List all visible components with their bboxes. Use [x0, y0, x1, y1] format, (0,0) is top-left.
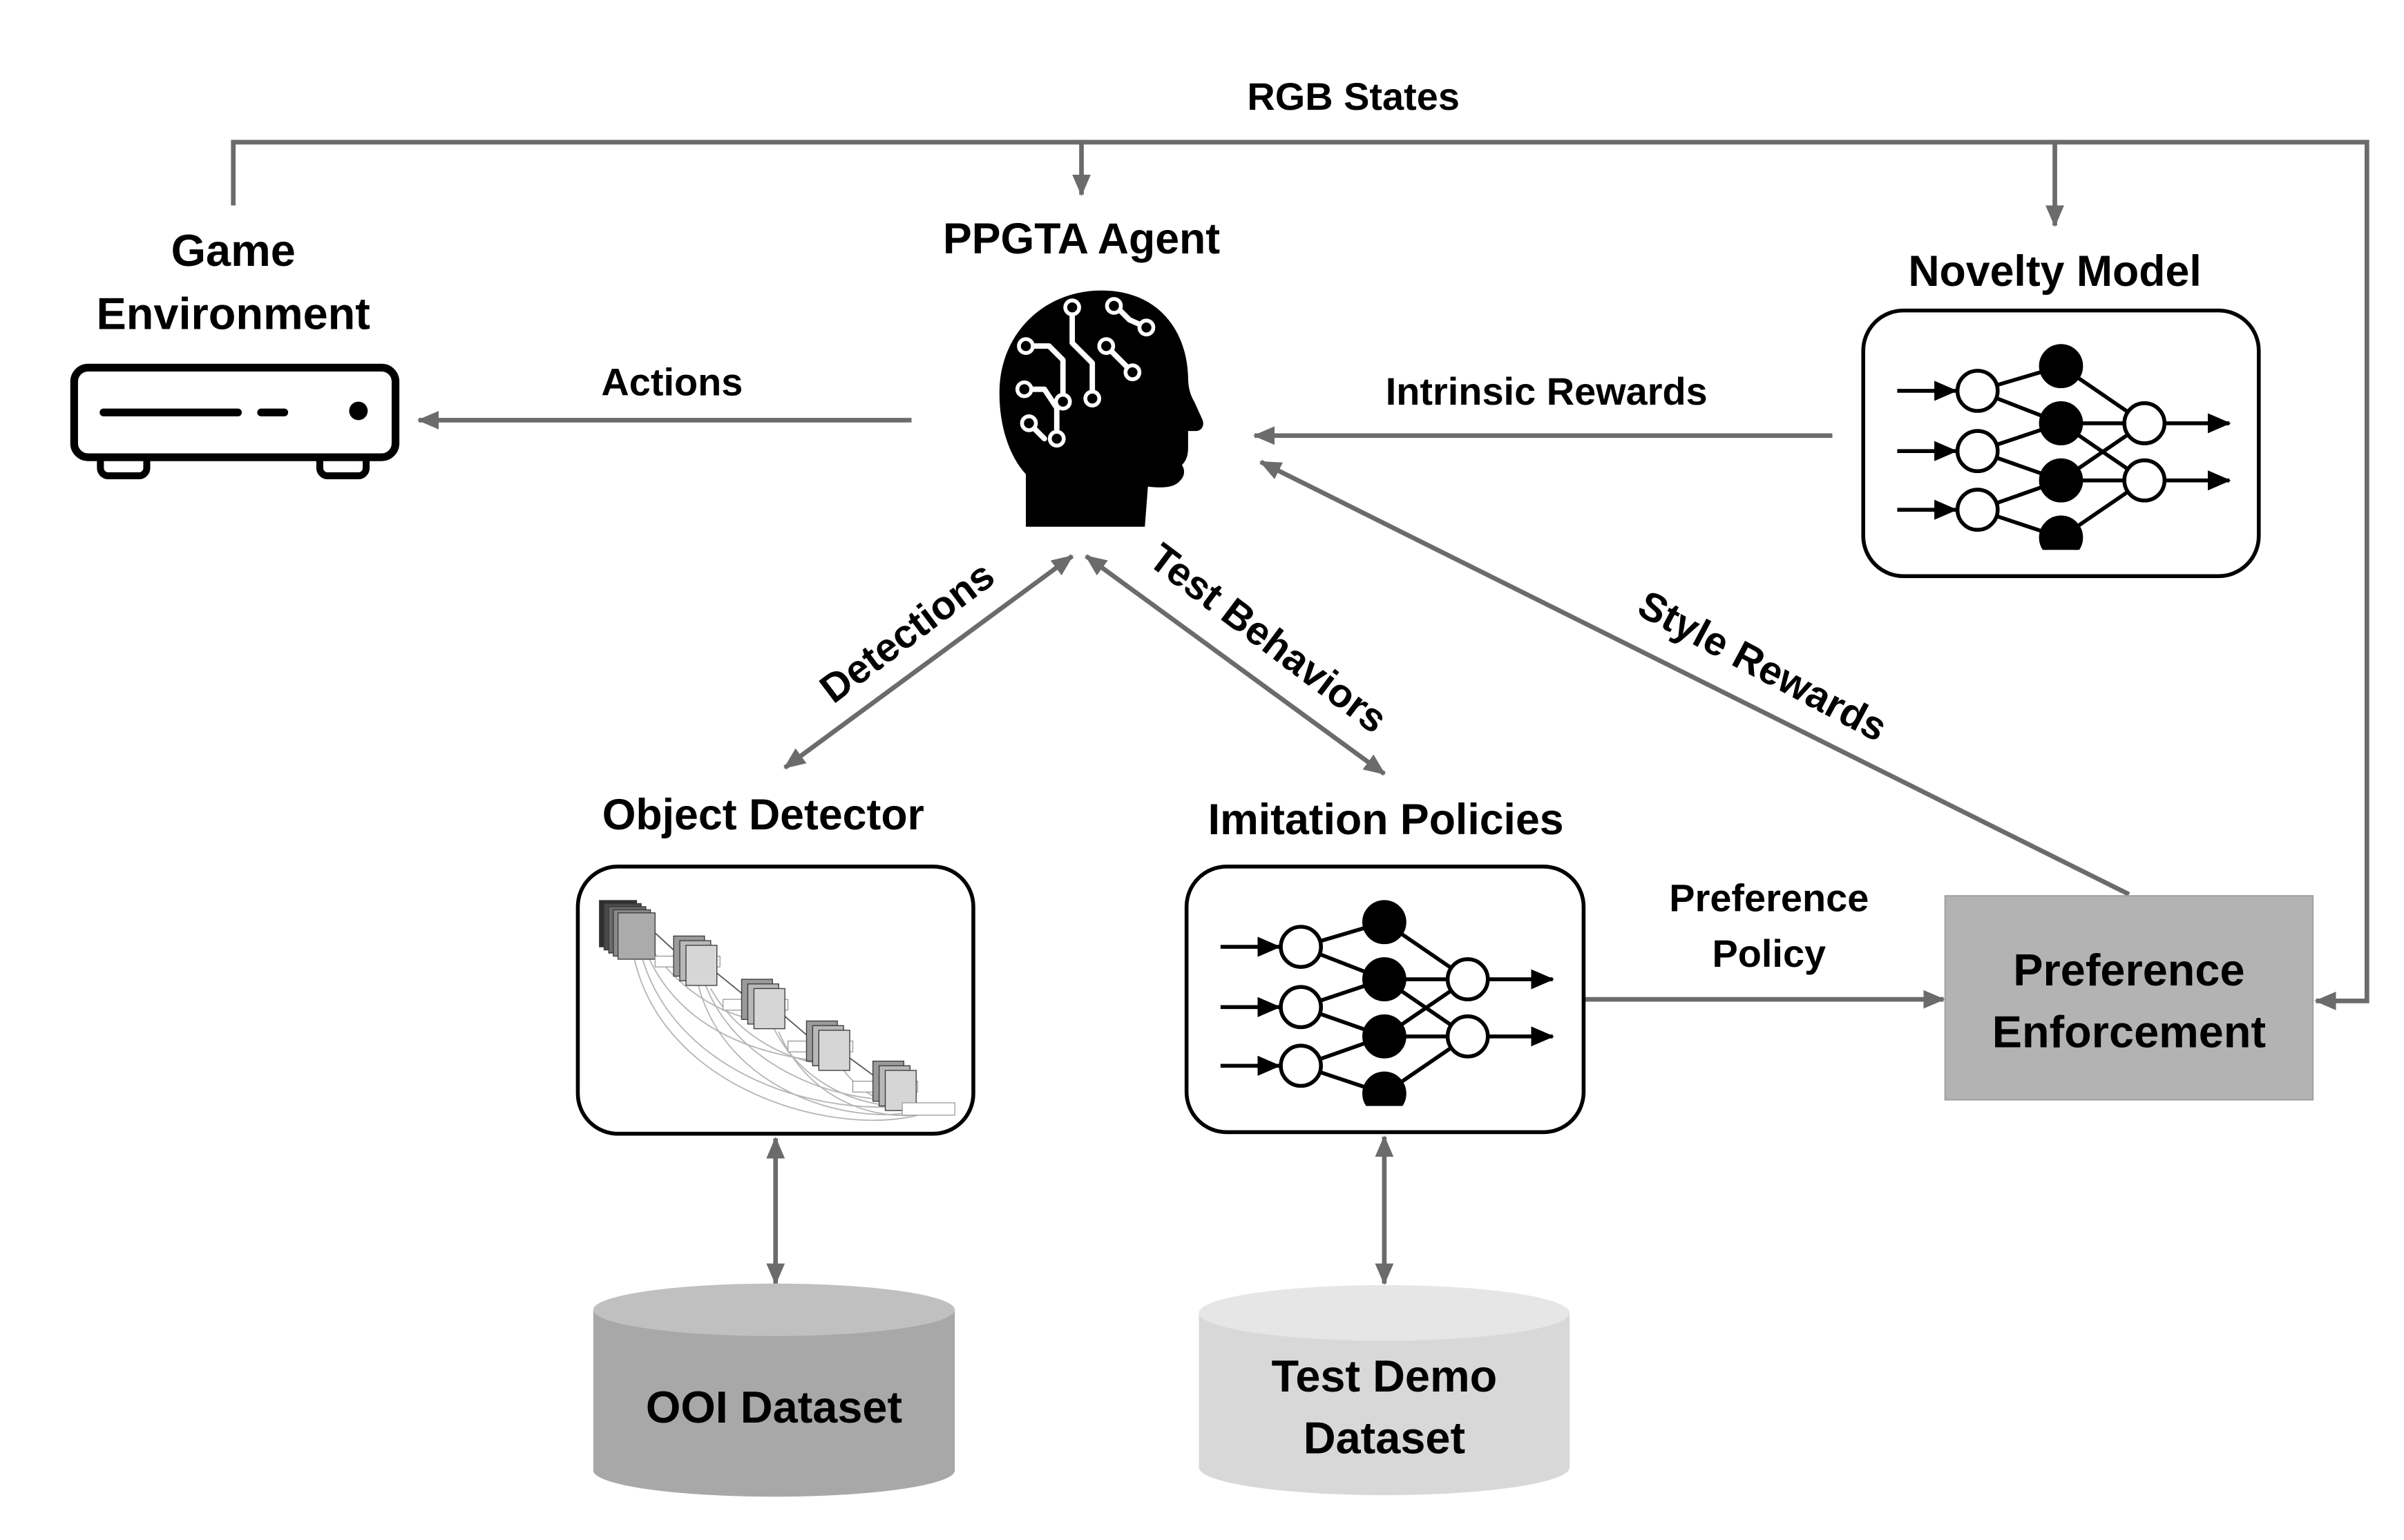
preference-enforcement-box: [1944, 895, 2314, 1101]
dense-connection-arc: [639, 948, 906, 1108]
preference-enforcement-title-line2: Enforcement: [1992, 1006, 2266, 1057]
feature-map: [818, 1030, 850, 1071]
input-node: [1955, 488, 2000, 532]
test-demo-dataset-label-line1: Test Demo: [1272, 1351, 1498, 1401]
hidden-node: [2039, 401, 2083, 445]
test-demo-dataset-node: Test Demo Dataset: [1199, 1284, 1570, 1496]
object-detector-node: Object Detector: [575, 791, 975, 1136]
hidden-node: [2039, 515, 2083, 550]
preference-enforcement-title-line1: Preference: [2013, 945, 2244, 995]
hidden-node: [1362, 1071, 1406, 1106]
input-node: [1279, 1043, 1324, 1088]
test-behaviors-double-arrow: [1085, 554, 1386, 776]
brain-circuit-head-icon: [999, 290, 1203, 527]
database-cylinder-icon: [1199, 1284, 1570, 1496]
test-demo-dataset-label-line2: Dataset: [1304, 1413, 1465, 1463]
feature-map: [685, 945, 718, 986]
hidden-node: [1362, 1014, 1406, 1059]
test-demo-cylinder-body: [1199, 1313, 1570, 1496]
circuit-node: [1097, 337, 1116, 355]
input-node: [1955, 369, 2000, 413]
dense-block-4: [852, 1060, 955, 1116]
hidden-node: [2039, 458, 2083, 503]
game-environment-node: Game Environment: [70, 225, 400, 479]
novelty-model-node: Novelty Model: [1861, 247, 2261, 579]
neural-network-icon: [1220, 900, 1554, 1106]
output-node: [1445, 1014, 1490, 1059]
input-node: [1955, 429, 2000, 474]
test-demo-cylinder-top: [1199, 1284, 1570, 1341]
game-console-icon: [70, 363, 400, 479]
circuit-node: [1015, 380, 1033, 398]
circuit-node: [1105, 297, 1123, 315]
transition-label-box: [902, 1102, 955, 1116]
layer-link: [654, 932, 674, 951]
preference-policy-label-line2: Policy: [1712, 932, 1826, 975]
densenet-figure-icon: [599, 900, 955, 1122]
dense-connection-arc: [704, 982, 893, 1101]
dense-connection-arc: [633, 954, 918, 1122]
layer-link: [716, 972, 743, 994]
ooi-dataset-label: OOI Dataset: [646, 1382, 902, 1432]
dense-connection-arc: [778, 1031, 912, 1117]
connectors: [231, 139, 2369, 1285]
hidden-node: [1362, 900, 1406, 945]
circuit-node: [1083, 389, 1102, 407]
imitation-policies-title: Imitation Policies: [1208, 796, 1564, 844]
output-node: [2122, 401, 2167, 445]
circuit-trace: [1106, 346, 1132, 372]
circuit-node: [1123, 363, 1142, 381]
circuit-node: [1137, 318, 1156, 337]
circuit-node: [1047, 430, 1066, 448]
feature-map: [753, 988, 785, 1030]
dense-block-3: [788, 1020, 854, 1071]
intrinsic-rewards-label: Intrinsic Rewards: [1386, 369, 1708, 413]
preference-policy-label-line1: Preference: [1669, 876, 1869, 920]
dense-block-2: [723, 979, 789, 1030]
layer-link: [849, 1057, 874, 1076]
circuit-nodes: [1015, 297, 1156, 448]
input-node: [1279, 925, 1324, 969]
hidden-node: [1362, 957, 1406, 1001]
circuit-node: [1053, 392, 1072, 411]
dense-connection-arc: [698, 985, 912, 1115]
ooi-dataset-node: OOI Dataset: [593, 1283, 955, 1497]
console-power-light: [349, 401, 368, 421]
object-detector-title: Object Detector: [602, 791, 924, 839]
actions-label: Actions: [601, 360, 743, 404]
preference-enforcement-node: Preference Enforcement: [1944, 895, 2314, 1101]
imitation-policies-node: Imitation Policies: [1184, 796, 1586, 1135]
novelty-model-title: Novelty Model: [1908, 247, 2201, 296]
circuit-trace: [1021, 386, 1060, 439]
ooi-dataset-cylinder-body: [593, 1309, 955, 1497]
hidden-node: [2039, 344, 2083, 389]
circuit-trace: [1069, 307, 1096, 398]
game-environment-title-line2: Environment: [97, 288, 370, 338]
output-node: [1445, 957, 1490, 1001]
ppgta-agent-title: PPGTA Agent: [943, 215, 1220, 263]
dense-block-1: [654, 935, 721, 986]
ppgta-agent-node: PPGTA Agent: [943, 215, 1220, 527]
circuit-node: [1063, 298, 1081, 317]
input-feature-stack: [599, 900, 656, 960]
layer-link: [784, 1016, 808, 1036]
circuit-trace: [1023, 343, 1066, 402]
feature-map: [617, 912, 656, 960]
database-cylinder-icon: [593, 1283, 955, 1497]
style-rewards-arrow: [1259, 459, 2130, 897]
circuit-node: [1017, 337, 1035, 355]
neural-network-icon: [1897, 344, 2231, 550]
output-node: [2122, 458, 2167, 503]
detections-double-arrow: [783, 554, 1074, 770]
rgb-states-feedback-arrow: [231, 139, 2369, 1010]
circuit-node: [1020, 414, 1038, 432]
ooi-dataset-cylinder-top: [593, 1283, 955, 1336]
game-environment-title-line1: Game: [171, 225, 296, 276]
rgb-states-label: RGB States: [1247, 75, 1460, 118]
dense-connection-arc: [645, 951, 834, 1063]
input-node: [1279, 985, 1324, 1030]
